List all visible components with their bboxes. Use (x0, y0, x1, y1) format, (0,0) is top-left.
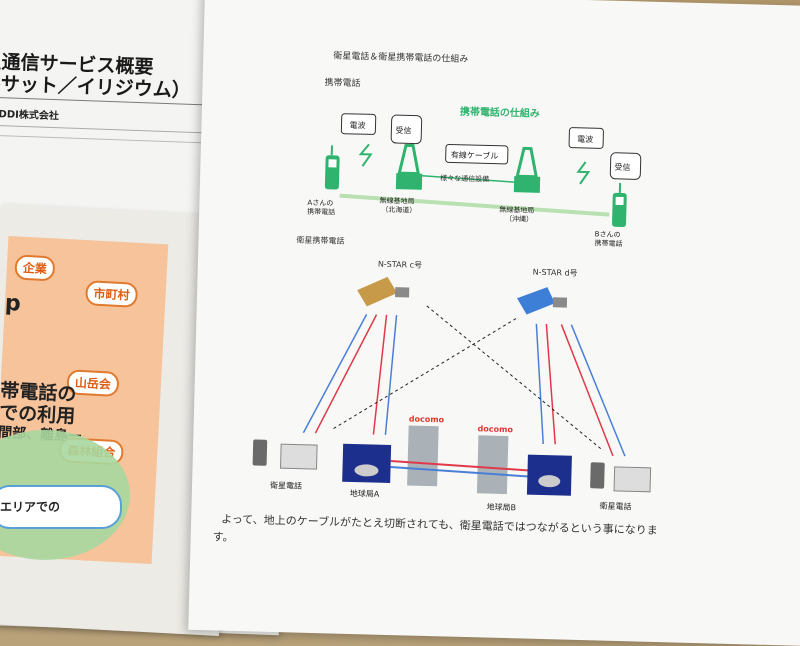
beam (533, 324, 546, 444)
satellite1-label: N-STAR c号 (378, 260, 422, 270)
caption-line2: す。 (212, 528, 233, 545)
satphone-left-icon (253, 439, 268, 465)
docomo-logo-a: docomo (409, 414, 445, 424)
bubble-receive-b-text: 受信 (614, 162, 630, 172)
beam (543, 324, 558, 444)
station-b-icon (514, 176, 540, 193)
satellite1-panel-icon (357, 276, 398, 307)
label-satphone-left: 衛星電話 (270, 480, 302, 491)
beam (568, 325, 628, 456)
bubble-receive-a-text: 受信 (395, 125, 411, 135)
satphone-right-base-icon (614, 467, 651, 492)
tower-b-icon (517, 148, 537, 176)
station-a-icon (396, 173, 422, 190)
diagram1-title: 携帯電話の仕組み (460, 105, 540, 120)
label-satphone-right: 衛星電話 (600, 501, 632, 512)
label-phone-a: 携帯電話 (307, 207, 335, 217)
diagram-area: 携帯電話の仕組み 電波 受信 有線ケーブル 電波 受信 様々な通信設備 (188, 0, 800, 646)
label-earth-station-b: 地球局B (486, 502, 516, 513)
tag-enterprise: 企業 (14, 254, 55, 281)
satphone-left-base-icon (281, 444, 318, 469)
satellite2-label: N-STAR d号 (533, 268, 578, 278)
earth-station-a-icon (342, 444, 391, 483)
brochure-divider (0, 125, 216, 134)
label-phone-b: Bさんの (595, 230, 621, 239)
satellite2-body-icon (553, 297, 567, 307)
satellite2-panel-icon (517, 286, 556, 315)
label-phone-a: Aさんの (307, 199, 333, 208)
bubble-radio-b-text: 電波 (577, 134, 593, 144)
label-station-hokkaido: （北海道） (381, 205, 416, 215)
label-station-okinawa: 無線基地局 (499, 205, 534, 215)
beam (303, 313, 366, 435)
note-equipment: 様々な通信設備 (440, 173, 489, 183)
cross-link (423, 306, 607, 451)
brochure-divider (0, 135, 216, 144)
building-a-icon (407, 425, 439, 486)
signal-bolt-icon (578, 162, 589, 184)
satellite1-body-icon (395, 287, 409, 297)
label-station-okinawa: （沖縄） (505, 214, 533, 224)
signal-bolt-icon (360, 144, 371, 166)
label-station-hokkaido: 無線基地局 (379, 196, 414, 206)
docomo-logo-b: docomo (477, 424, 513, 434)
beam (315, 313, 376, 434)
bubble-radio-a-text: 電波 (349, 120, 365, 130)
building-b-icon (477, 435, 509, 494)
label-phone-b: 携帯電話 (594, 238, 622, 248)
document-sheet: 衛星電話＆衛星携帯電話の仕組み 携帯電話 携帯電話の仕組み 電波 受信 有線ケー… (188, 0, 800, 646)
brochure-company: KDDI株式会社 (0, 105, 59, 122)
tower-a-icon (399, 145, 419, 173)
brochure-bubble: エリアでの (0, 485, 122, 529)
satphone-right-icon (590, 462, 605, 488)
beam (385, 315, 396, 435)
bubble-cable-text: 有線ケーブル (451, 149, 499, 160)
brochure-text: p (4, 291, 21, 317)
beam (558, 324, 616, 455)
beam (373, 315, 386, 435)
section-satellite: 衛星携帯電話 (296, 234, 344, 245)
label-earth-station-a: 地球局A (350, 488, 380, 499)
tag-municipality: 市町村 (85, 280, 138, 308)
